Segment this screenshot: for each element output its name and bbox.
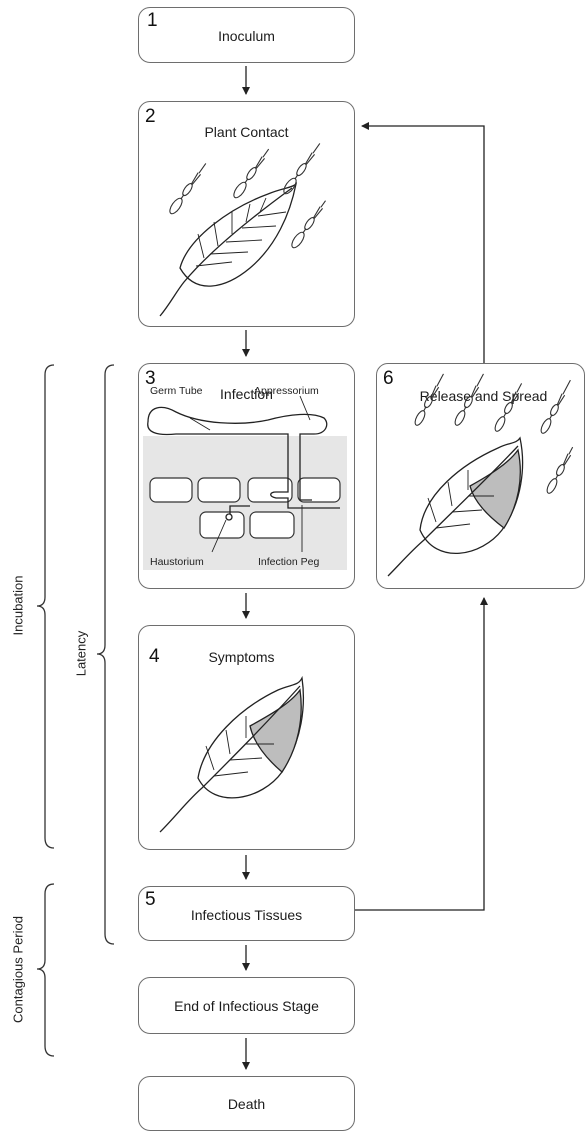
incubation-label: Incubation <box>11 574 26 638</box>
incubation-bracket <box>37 365 54 848</box>
plant-contact-leaf-illustration <box>160 184 296 316</box>
infection-peg-label: Infection Peg <box>258 556 319 568</box>
contagious-bracket <box>37 884 54 1056</box>
infection-cross-section <box>143 396 347 570</box>
symptoms-leaf-illustration <box>160 678 303 832</box>
appressorium-label: Appressorium <box>254 385 319 397</box>
latency-bracket <box>97 365 114 944</box>
arrow-6-to-2 <box>362 126 484 363</box>
release-spread-leaf-illustration <box>388 438 523 576</box>
haustorium-label: Haustorium <box>150 556 204 568</box>
latency-label: Latency <box>74 629 89 679</box>
germ-tube-label: Germ Tube <box>150 385 203 397</box>
contagious-period-label: Contagious Period <box>11 908 26 1032</box>
arrow-5-to-6 <box>355 598 484 910</box>
